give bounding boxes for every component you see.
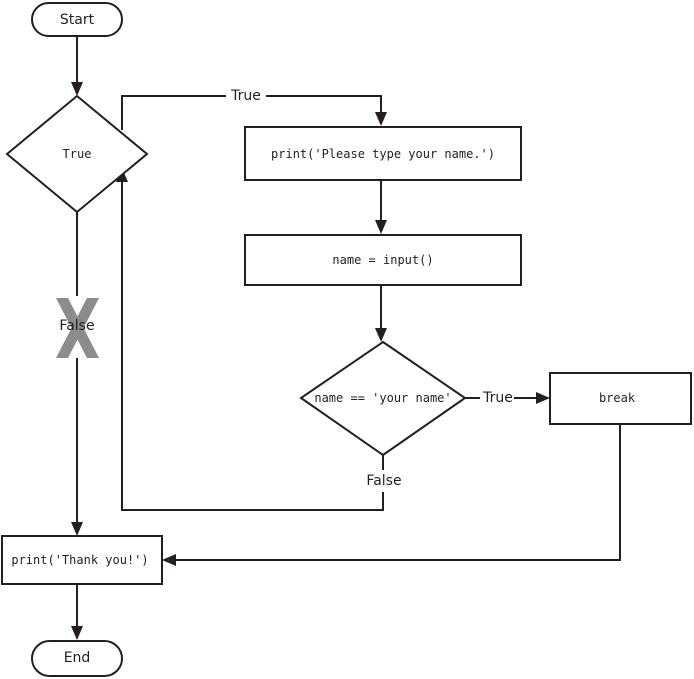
- arrowhead: [375, 112, 387, 126]
- arrowhead: [536, 392, 550, 404]
- print-thanks-box: [1, 535, 163, 585]
- start-terminal: [31, 2, 123, 37]
- print-prompt-box: [244, 126, 522, 181]
- input-assign-label: name = input(): [332, 253, 433, 267]
- input-assign-box: [244, 234, 522, 286]
- loop-false-edge-label: False: [59, 318, 94, 334]
- check-false-edge-label: False: [366, 473, 401, 489]
- print-prompt-label: print('Please type your name.'): [271, 147, 495, 161]
- end-label: End: [64, 650, 91, 666]
- unreachable-x-icon: [56, 298, 99, 358]
- edge-break-to-thanks: [176, 424, 621, 561]
- print-thanks-label: print('Thank you!'): [11, 553, 148, 567]
- edge-loop-true-cont: [266, 95, 382, 112]
- arrowhead: [71, 626, 83, 640]
- arrowhead: [162, 554, 176, 566]
- loop-condition-label: True: [63, 147, 92, 161]
- end-terminal: [31, 640, 123, 677]
- name-check-label: name == 'your name': [314, 391, 451, 405]
- loop-condition-diamond: [5, 94, 149, 214]
- arrowhead: [71, 82, 83, 96]
- loop-true-edge-label: True: [230, 88, 261, 104]
- edge-check-false-back: [121, 182, 384, 511]
- check-true-edge-label: True: [482, 390, 513, 406]
- break-box: [549, 372, 692, 425]
- arrowhead: [71, 522, 83, 536]
- arrowhead: [375, 328, 387, 342]
- start-label: Start: [60, 12, 95, 28]
- break-label: break: [599, 391, 636, 405]
- arrowhead: [375, 220, 387, 234]
- edge-loop-true: [121, 95, 226, 130]
- name-check-diamond: [299, 340, 467, 457]
